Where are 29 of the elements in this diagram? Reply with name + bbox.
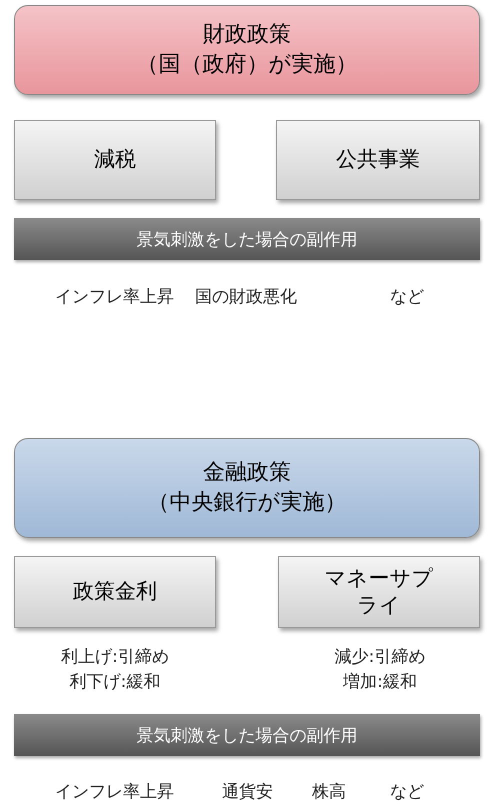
effect-text: 国の財政悪化 bbox=[195, 286, 297, 308]
effect-text: 株高 bbox=[312, 781, 346, 803]
side-effect-bar bbox=[14, 218, 480, 260]
policy-header-box bbox=[14, 5, 480, 95]
measure-box bbox=[14, 120, 216, 200]
box-title: 減税 bbox=[94, 146, 136, 174]
effect-text: など bbox=[390, 781, 424, 803]
box-title: マネーサプライ bbox=[324, 564, 434, 619]
note-text: 減少:引締め bbox=[334, 647, 426, 667]
measure-box bbox=[276, 120, 480, 200]
note-text: 利下げ:緩和 bbox=[70, 672, 160, 692]
note-text: 利上げ:引締め bbox=[61, 647, 169, 667]
box-title: 金融政策 bbox=[203, 459, 291, 488]
measure-box bbox=[278, 556, 480, 628]
effect-text: 通貨安 bbox=[222, 781, 273, 803]
effect-text: など bbox=[390, 286, 424, 308]
box-title: 財政政策 bbox=[203, 21, 291, 50]
measure-box bbox=[14, 556, 216, 628]
effect-text: インフレ率上昇 bbox=[55, 781, 174, 803]
note-text: 増加:緩和 bbox=[343, 672, 417, 692]
side-effect-bar bbox=[14, 714, 480, 756]
box-title: 公共事業 bbox=[336, 146, 420, 174]
box-title: 政策金利 bbox=[73, 578, 157, 606]
box-title: （中央銀行が実施） bbox=[148, 489, 346, 517]
bar-title: 景気刺激をした場合の副作用 bbox=[136, 724, 358, 746]
policy-header-box bbox=[14, 438, 480, 538]
bar-title: 景気刺激をした場合の副作用 bbox=[136, 228, 358, 250]
effect-text: インフレ率上昇 bbox=[55, 286, 174, 308]
box-title: （国（政府）が実施） bbox=[136, 51, 358, 79]
